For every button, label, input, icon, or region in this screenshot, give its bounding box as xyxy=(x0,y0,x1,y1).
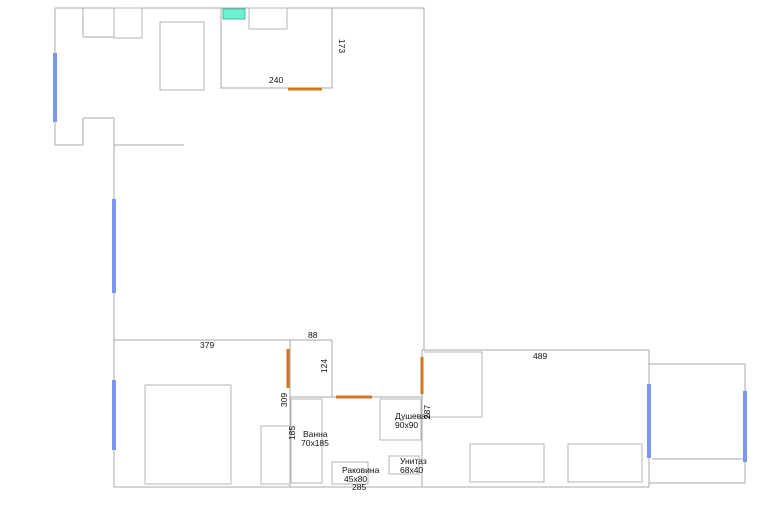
sink-name-label: Раковина xyxy=(342,465,380,475)
dim-185: 185 xyxy=(287,426,297,440)
doors xyxy=(286,87,424,399)
wardrobe-bedroom xyxy=(260,425,291,485)
kitchen-alcove-wall xyxy=(220,8,333,89)
shower-size-label: 90x90 xyxy=(395,420,418,430)
dim-240: 240 xyxy=(269,75,283,85)
dim-287: 287 xyxy=(422,405,432,419)
dim-489: 489 xyxy=(533,351,547,361)
furniture xyxy=(113,7,643,485)
dim-285: 285 xyxy=(352,482,366,492)
sofa-right xyxy=(567,443,643,483)
toilet-name-label: Унитаз xyxy=(400,456,427,466)
sink-kitchen-fixture xyxy=(222,8,246,20)
shower-name-label: Душевая xyxy=(395,411,431,421)
outer-wall-left-block xyxy=(54,7,425,350)
dim-379: 379 xyxy=(200,340,214,350)
fixture-labels: Ванна 70x185 Душевая 90x90 Унитаз 68x40 … xyxy=(301,411,431,484)
windows xyxy=(53,53,747,462)
bathtub xyxy=(290,398,323,484)
cabinet-top-left xyxy=(113,7,143,39)
dim-124: 124 xyxy=(319,359,329,373)
sink-size-label: 45x80 xyxy=(344,474,367,484)
dimension-labels: 173 240 88 379 124 489 309 287 185 285 xyxy=(200,39,547,492)
dim-88: 88 xyxy=(308,330,318,340)
bath-size-label: 70x185 xyxy=(301,438,329,448)
cabinet-right xyxy=(424,351,483,418)
bath-sink xyxy=(331,461,369,485)
bath-name-label: Ванна xyxy=(303,429,328,439)
sofa-left xyxy=(469,443,545,483)
toilet-size-label: 68x40 xyxy=(400,465,423,475)
dim-309: 309 xyxy=(279,393,289,407)
dim-173: 173 xyxy=(337,39,347,53)
balcony-wall xyxy=(649,363,746,484)
toilet xyxy=(388,455,420,475)
shower-cabin xyxy=(379,398,422,441)
bed xyxy=(144,384,232,485)
table-top xyxy=(159,21,205,91)
stove xyxy=(248,7,288,30)
